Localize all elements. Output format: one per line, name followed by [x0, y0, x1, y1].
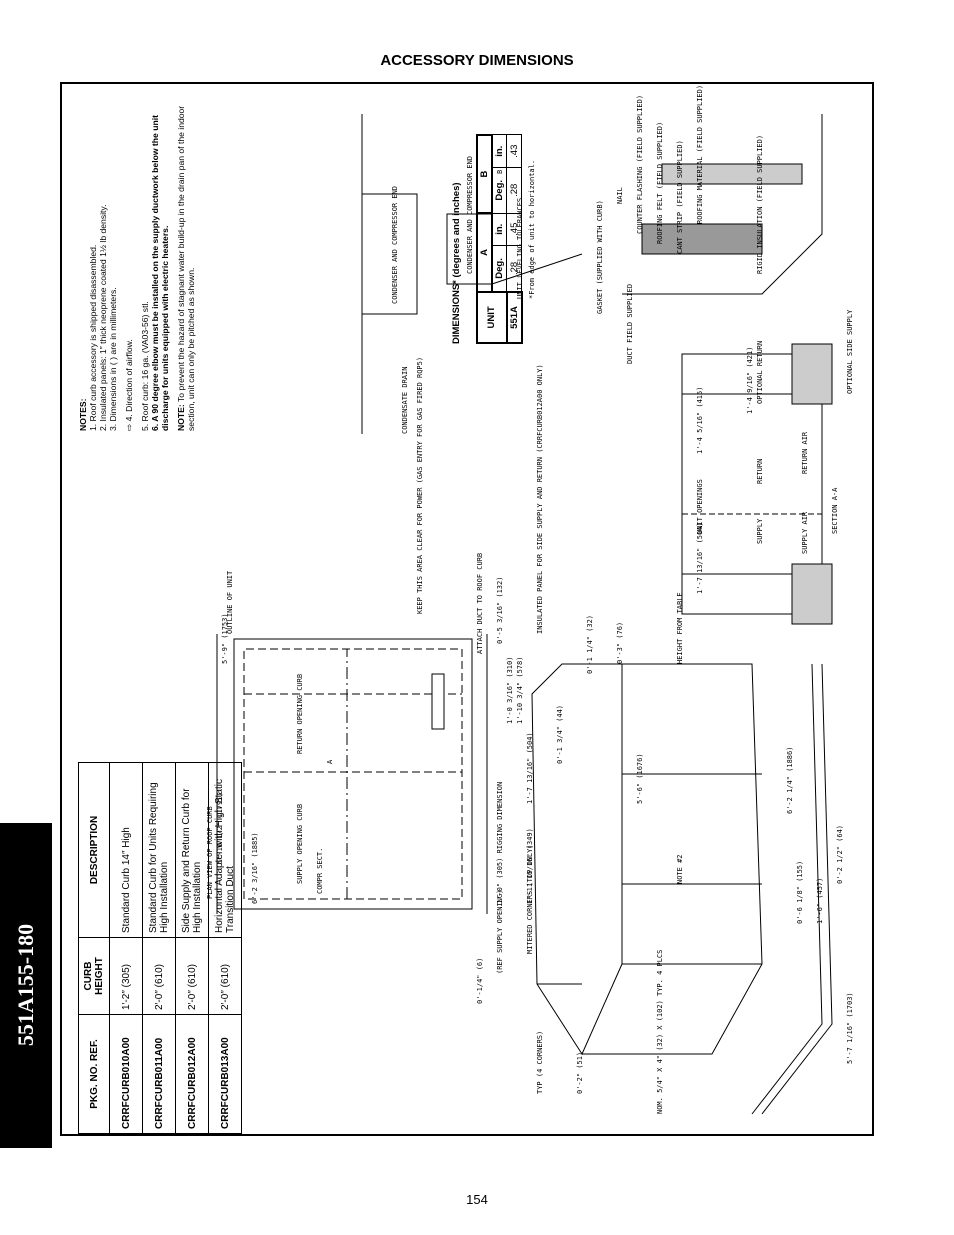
typ-corners-label: TYP (4 CORNERS): [536, 1031, 544, 1094]
flashing-detail: [622, 114, 823, 295]
dim-label: 1'-11 15/16" (349): [526, 828, 534, 904]
rotated-figure: PKG. NO. REF. CURB HEIGHT DESCRIPTION CR…: [62, 84, 872, 1134]
nail-label: NAIL: [616, 187, 624, 204]
dim-label: 0'-2 1/2" (64): [836, 825, 844, 884]
supply-label: SUPPLY: [756, 518, 764, 544]
nom-label: NOM. 5/4" X 4" (32) X (102) TYP. 4 PLCS: [656, 950, 664, 1114]
hatched-panel: [431, 673, 445, 730]
mitered-corners-label: MITERED CORNERS (TOP ONLY): [526, 844, 534, 954]
duct-label: DUCT FIELD SUPPLIED: [626, 284, 634, 364]
height-from-table-label: HEIGHT FROM TABLE: [676, 592, 684, 664]
optional-return-label: OPTIONAL RETURN: [756, 341, 764, 404]
dim-label: 1'-6" (457): [816, 878, 824, 924]
dim-label: 0'-1 1/4" (32): [586, 615, 594, 674]
section-outline: [681, 353, 823, 615]
gasket-block: [641, 223, 763, 255]
insulation-block: [661, 163, 803, 185]
return-label: RETURN: [756, 459, 764, 484]
compr-sect-label: COMPR SECT.: [316, 848, 324, 894]
ref-supply-label: (REF SUPPLY OPENING): [496, 890, 504, 974]
plan-view-outline: [233, 638, 473, 910]
dim-label: 0'-1/4" (6): [476, 958, 484, 1004]
compressor-box: [446, 213, 493, 285]
model-tab: 551A155-180: [0, 823, 52, 1148]
from-edge-label: *From edge of unit to horizontal.: [528, 160, 536, 299]
unit-openings-label: UNIT OPENINGS: [696, 479, 704, 534]
gasket-label: GASKET (SUPPLIED WITH CURB): [596, 200, 604, 314]
roof-block: [791, 343, 833, 405]
optional-side-supply-label: OPTIONAL SIDE SUPPLY: [846, 309, 854, 394]
dim-label: 5'-7 1/16" (1703): [846, 992, 854, 1064]
datum-a-label: A: [326, 759, 334, 764]
dim-label: 5'-9" (1753): [221, 613, 229, 664]
supply-air-label: SUPPLY AIR: [801, 511, 809, 554]
cant-strip-label: CANT STRIP (FIELD SUPPLIED): [676, 140, 684, 254]
return-opening-label: RETURN OPENING CURB: [296, 674, 304, 754]
roof-curb-drawing: PLAN VIEW OF ROOF CURB OUTLINE OF UNIT R…: [206, 85, 854, 1115]
detached-rail: [761, 663, 833, 1115]
dim-label: 1'-4 5/16" (415): [696, 387, 704, 454]
outline-label: OUTLINE OF UNIT: [226, 570, 234, 634]
rigid-insulation-label: RIGID INSULATION (FIELD SUPPLIED): [756, 135, 764, 274]
condensate-label: CONDENSATE DRAIN: [401, 367, 409, 434]
note2-label: NOTE #2: [676, 854, 684, 884]
plan-view-label: PLAN VIEW OF ROOF CURB: [206, 806, 214, 899]
dim-label: 6'-2 1/4" (1886): [786, 747, 794, 814]
dim-label: 5'-6" (1676): [636, 753, 644, 804]
unit-outline: [243, 648, 463, 900]
page-title: ACCESSORY DIMENSIONS: [380, 52, 574, 69]
counter-flashing-label: COUNTER FLASHING (FIELD SUPPLIED): [636, 95, 644, 234]
level-line: [491, 253, 583, 285]
dim-label: 1'-7 13/16" (504): [526, 732, 534, 804]
iso-curb-edge: [621, 664, 762, 965]
rigging-label: 1'-0" (305) RIGGING DIMENSION: [496, 782, 504, 904]
dim-label: 0'-1 3/4" (44): [556, 705, 564, 764]
leveling-label: UNIT LEVELING TOLERANCES: [516, 198, 524, 299]
iso-curb-outline: [531, 663, 763, 1055]
dim-label: 1'-4 9/16" (421): [746, 347, 754, 414]
dim-label: 0'-3" (76): [616, 622, 624, 664]
model-number: 551A155-180: [13, 923, 38, 1047]
dim-label: 0'-5 3/16" (132): [496, 577, 504, 644]
roofing-material-label: ROOFING MATERIAL (FIELD SUPPLIED): [696, 85, 704, 224]
dim-label: 1'-10 3/4" (578): [516, 657, 524, 724]
dim-label: 6'-2 3/16" (1885): [251, 832, 259, 904]
keep-clear-label: KEEP THIS AREA CLEAR FOR POWER (GAS ENTR…: [416, 357, 424, 614]
figure-frame: [60, 82, 874, 1136]
dim-label: 5'-10 1/2" (1791): [216, 792, 224, 864]
roof-block: [791, 563, 833, 625]
condenser-label: CONDENSER AND COMPRESSOR END: [391, 186, 399, 304]
dim-label: 0'-6 1/8" (155): [796, 861, 804, 924]
datum-b-label: B: [496, 170, 504, 174]
dim-label: 0'-2" (51): [576, 1052, 584, 1094]
detached-rail: [751, 663, 823, 1115]
dim-label: 1'-7 13/16" (504): [696, 522, 704, 594]
dim-label: 1'-0 3/16" (310): [506, 657, 514, 724]
roofing-felt-label: ROOFING FELT (FIELD SUPPLIED): [656, 122, 664, 244]
supply-opening-label: SUPPLY OPENING CURB: [296, 804, 304, 884]
insulated-panel-label: INSULATED PANEL FOR SIDE SUPPLY AND RETU…: [536, 364, 544, 634]
compressor-label: CONDENSER AND COMPRESSOR END: [466, 156, 474, 274]
iso-curb-edge: [581, 963, 623, 1055]
section-label: SECTION A-A: [831, 487, 839, 534]
return-air-label: RETURN AIR: [801, 431, 809, 474]
attach-duct-label: ATTACH DUCT TO ROOF CURB: [476, 553, 484, 654]
page-number: 154: [466, 1192, 488, 1207]
condenser-box: [361, 193, 418, 315]
